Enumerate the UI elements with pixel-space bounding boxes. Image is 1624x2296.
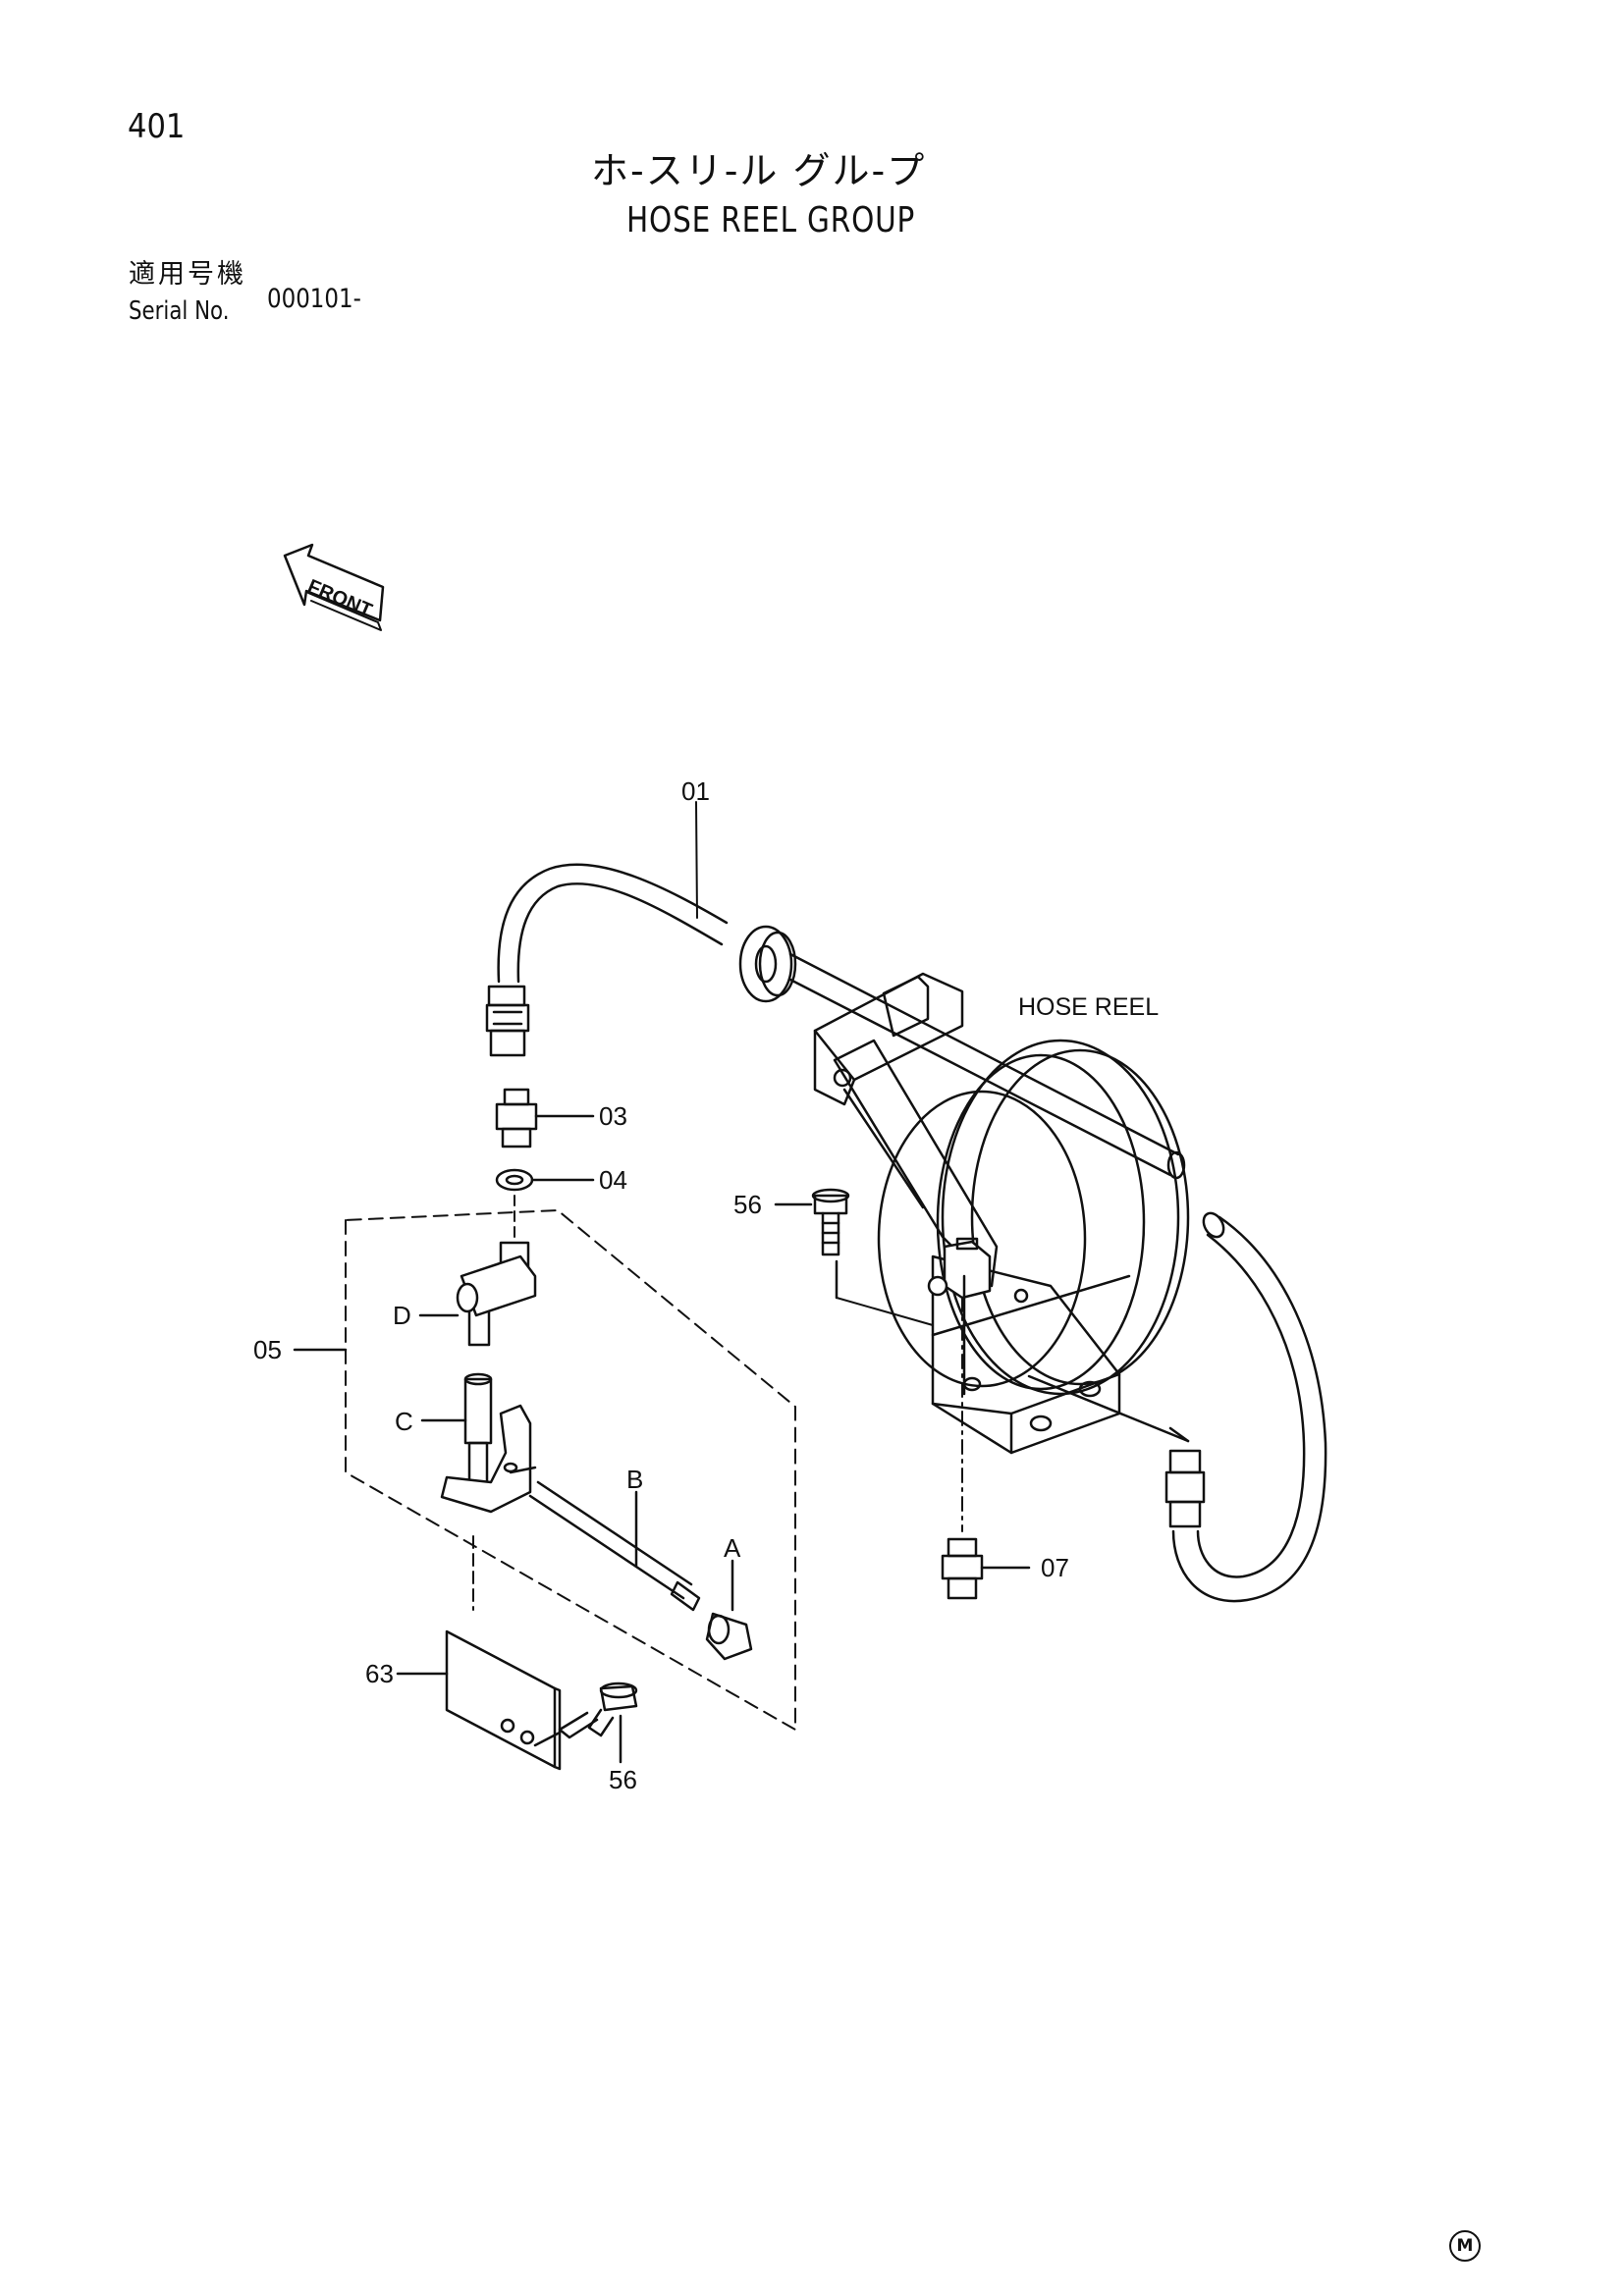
hose-01	[485, 801, 729, 1057]
page-title-japanese: ホ-スリ-ル グル-プ	[591, 149, 927, 192]
page-number: 401	[128, 107, 186, 146]
callout-56-upper: 56	[733, 1190, 762, 1219]
callout-07: 07	[1041, 1553, 1069, 1582]
page-title: HOSE REEL GROUP	[626, 200, 916, 240]
serial-label-japanese: 適用号機	[129, 259, 246, 290]
serial-number-value: 000101-	[267, 284, 361, 314]
callout-c: C	[395, 1407, 413, 1436]
callout-05: 05	[253, 1335, 282, 1364]
callout-04: 04	[599, 1165, 627, 1195]
m-mark-icon: M	[1449, 2230, 1481, 2262]
serial-label: Serial No.	[129, 296, 230, 326]
callout-01: 01	[681, 776, 710, 806]
callout-d: D	[393, 1301, 411, 1330]
hose-reel	[813, 972, 1190, 1455]
callout-63: 63	[365, 1659, 394, 1688]
front-arrow-icon: FRONT	[283, 543, 385, 631]
assembly-label: HOSE REEL	[1018, 993, 1159, 1021]
callout-b: B	[626, 1465, 643, 1494]
callout-03: 03	[599, 1101, 627, 1131]
callout-56-lower: 56	[609, 1765, 637, 1794]
callout-a: A	[724, 1533, 741, 1563]
